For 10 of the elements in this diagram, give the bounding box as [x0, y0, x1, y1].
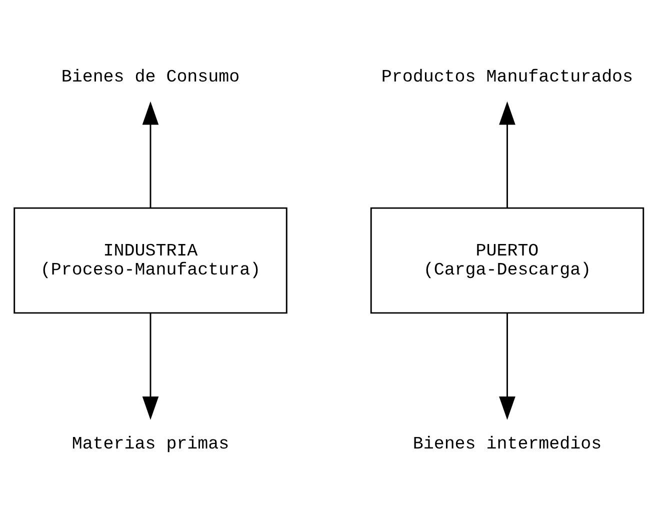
arrow — [499, 312, 516, 420]
arrow — [142, 312, 159, 420]
arrow — [142, 100, 159, 208]
node-box: PUERTO (Carga-Descarga) — [370, 206, 644, 314]
node-text: Materias primas — [72, 434, 230, 454]
node-text: Productos Manufacturados — [381, 67, 634, 88]
node-text: Bienes de Consumo — [61, 67, 240, 88]
node-text: Bienes intermedios — [412, 434, 602, 454]
node-box: INDUSTRIA (Proceso-Manufactura) — [14, 206, 288, 314]
arrow — [499, 100, 516, 208]
